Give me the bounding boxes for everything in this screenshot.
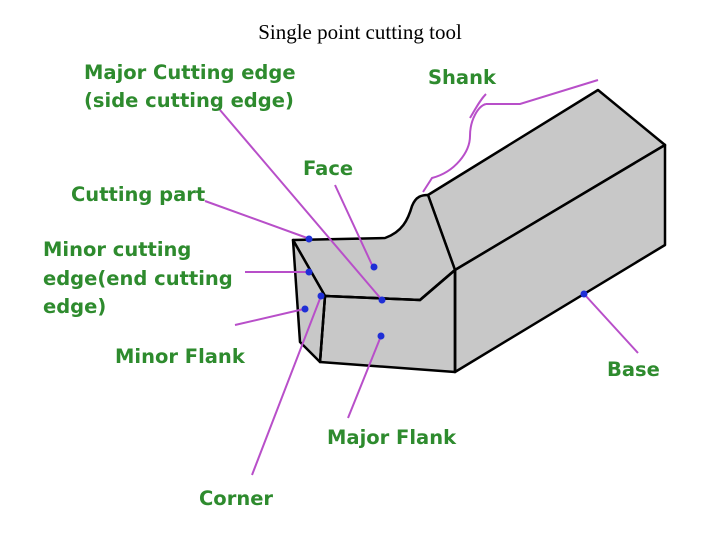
label-shank: Shank (428, 66, 497, 89)
leader-cutting-part (204, 200, 311, 240)
marker-major-flank (377, 332, 385, 340)
corner-edge-line (318, 295, 327, 363)
label-face: Face (303, 157, 353, 180)
label-base: Base (607, 358, 660, 381)
leader-shank (422, 79, 599, 193)
marker-minor-flank (301, 305, 309, 313)
leader-base (584, 294, 639, 354)
leader-face (334, 184, 374, 268)
leader-corner (251, 295, 322, 476)
marker-base (580, 290, 588, 298)
diagram-title: Single point cutting tool (258, 20, 462, 44)
leader-minor-flank (234, 308, 305, 326)
tool-top-face (291, 193, 457, 302)
label-corner: Corner (199, 487, 273, 510)
marker-minor-cutting-edge (305, 268, 313, 276)
tool-body (291, 88, 667, 374)
label-minor-cutting-edge-line3: edge) (43, 295, 106, 318)
label-major-flank: Major Flank (327, 426, 457, 449)
label-minor-cutting-edge-line1: Minor cutting (43, 238, 191, 261)
label-minor-flank: Minor Flank (115, 345, 246, 368)
marker-corner (317, 292, 325, 300)
leader-lines (204, 79, 639, 476)
leader-shank-branch (469, 93, 487, 119)
label-major-cutting-edge-line2: (side cutting edge) (84, 89, 294, 112)
marker-cutting-part (305, 235, 313, 243)
point-markers (301, 235, 588, 340)
label-major-cutting-edge-line1: Major Cutting edge (84, 61, 296, 84)
marker-major-cutting-edge (378, 296, 386, 304)
label-cutting-part: Cutting part (71, 183, 205, 206)
labels: Major Cutting edge (side cutting edge) S… (43, 61, 660, 510)
leader-major-cutting-edge (219, 109, 383, 301)
leader-major-flank (347, 335, 382, 419)
label-minor-cutting-edge-line2: edge(end cutting (43, 267, 233, 290)
marker-face (370, 263, 378, 271)
major-cutting-edge-line (324, 269, 456, 302)
